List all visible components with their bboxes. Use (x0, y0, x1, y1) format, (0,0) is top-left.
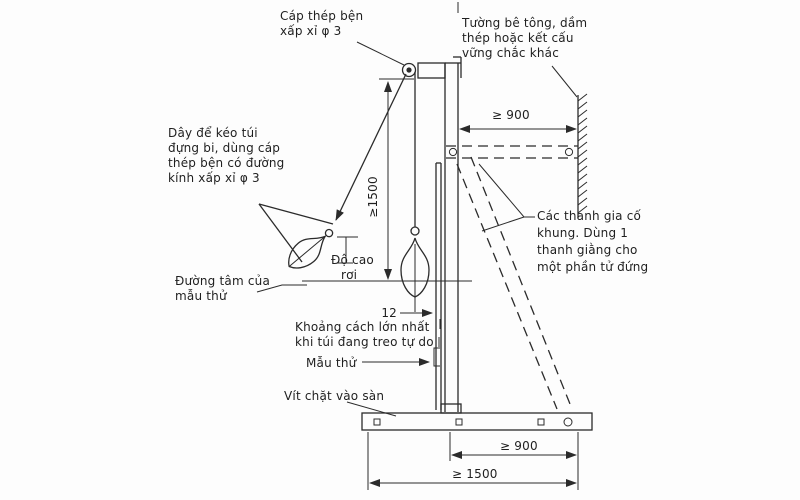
dim-top-900: ≥ 900 (459, 108, 577, 133)
dim-bottom-1500: ≥ 1500 (367, 432, 577, 490)
label-vit-chat: Vít chặt vào sàn (284, 389, 384, 403)
label-mau-thu-text: Mẫu thử (306, 356, 358, 370)
dim-gap-12: 12 (381, 306, 441, 347)
label-day-keo-line4: kính xấp xỉ φ 3 (168, 171, 260, 185)
label-vit-chat-text: Vít chặt vào sàn (284, 389, 384, 403)
pulley-icon (401, 62, 417, 78)
label-cac-thanh-line3: thanh giằng cho (537, 243, 638, 257)
label-cac-thanh-line2: khung. Dùng 1 (537, 226, 628, 240)
specimen-board (435, 162, 442, 410)
label-duong-tam-line1: Đường tâm của (175, 274, 270, 288)
label-do-cao-line2: rơi (341, 268, 357, 282)
label-khoang-cach-line2: khi túi đang treo tự do (295, 335, 434, 349)
label-cac-thanh-line1: Các thanh gia cố (537, 209, 642, 223)
label-day-keo-line2: đựng bi, dùng cáp (168, 141, 280, 155)
label-tuong-line2: thép hoặc kết cấu (462, 31, 574, 45)
floor-base (361, 403, 593, 431)
dim-left-1500: ≥1500 (366, 78, 414, 280)
label-cap-thep: Cáp thép bện xấp xỉ φ 3 (280, 9, 363, 38)
impact-bag-pulled (288, 228, 334, 269)
frame-column (417, 56, 462, 412)
dim-bottom-900: ≥ 900 (449, 432, 579, 490)
impact-bag-hanging (400, 226, 430, 312)
label-tuong-line3: vững chắc khác (462, 46, 559, 60)
label-cac-thanh: Các thanh gia cố khung. Dùng 1 thanh giằ… (537, 209, 648, 274)
dim-gap-12-text: 12 (381, 306, 397, 320)
label-khoang-cach: Khoảng cách lớn nhất khi túi đang treo t… (295, 320, 434, 349)
label-day-keo: Dây để kéo túi đựng bi, dùng cáp thép bệ… (168, 126, 285, 185)
label-mau-thu: Mẫu thử (306, 356, 358, 370)
dim-top-900-text: ≥ 900 (492, 108, 530, 122)
label-tuong: Tường bê tông, dầm thép hoặc kết cấu vữn… (461, 16, 587, 60)
label-day-keo-line3: thép bện có đường (168, 156, 285, 170)
label-cap-thep-line1: Cáp thép bện (280, 9, 363, 23)
label-cac-thanh-line4: một phần tử đứng (537, 260, 648, 274)
label-cap-thep-line2: xấp xỉ φ 3 (280, 24, 342, 38)
label-duong-tam: Đường tâm của mẫu thử (175, 274, 270, 303)
label-khoang-cach-line1: Khoảng cách lớn nhất (295, 320, 430, 334)
label-duong-tam-line2: mẫu thử (175, 289, 228, 303)
pull-cable (335, 73, 407, 221)
dim-bottom-900-text: ≥ 900 (500, 439, 538, 453)
wall-hatched (577, 93, 588, 218)
dim-bottom-1500-text: ≥ 1500 (452, 467, 498, 481)
diagonal-brace (456, 156, 573, 410)
label-day-keo-line1: Dây để kéo túi (168, 126, 258, 140)
label-do-cao: Độ cao rơi (331, 253, 374, 282)
label-do-cao-line1: Độ cao (331, 253, 374, 267)
leader-lines (256, 2, 578, 417)
dim-left-1500-text: ≥1500 (366, 176, 380, 218)
horizontal-brace (446, 145, 578, 159)
label-tuong-line1: Tường bê tông, dầm (461, 16, 587, 30)
swing-path-lines (258, 203, 334, 263)
drop-height-dim (337, 236, 358, 264)
